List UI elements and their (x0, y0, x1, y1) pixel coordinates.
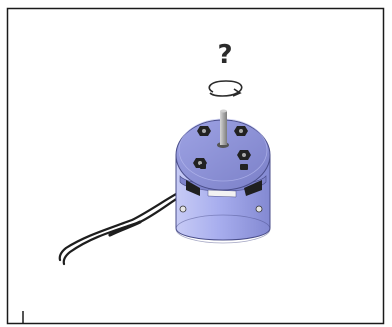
cable-wires (58, 184, 195, 266)
motor (175, 109, 271, 244)
rotation-arrow-icon (208, 80, 243, 97)
bolt-icon (197, 126, 211, 136)
question-mark: ? (217, 40, 233, 70)
motor-shaft (217, 109, 229, 148)
bolt-icon (237, 150, 251, 160)
frame-border (6, 7, 385, 325)
side-screw (255, 205, 263, 213)
side-screw (179, 205, 187, 213)
bolt-icon (234, 126, 248, 136)
